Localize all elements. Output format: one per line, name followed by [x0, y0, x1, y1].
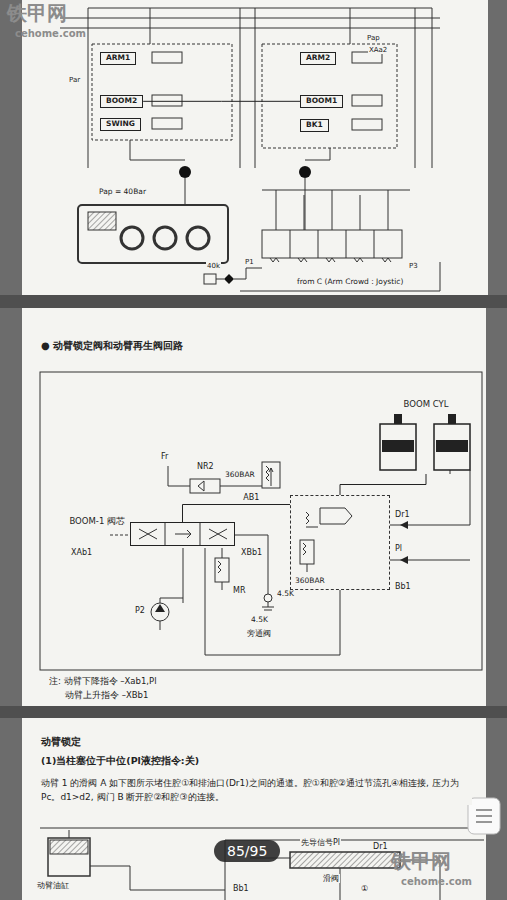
- line-label: AB1: [242, 494, 260, 503]
- text-label: from C (Arm Crowd : Joystic): [296, 278, 404, 287]
- text-label: Dr1: [394, 510, 411, 519]
- node-label: SWING: [106, 120, 135, 129]
- node-label: BK1: [306, 121, 323, 130]
- text-label: 4.5K: [276, 590, 295, 599]
- valve-spool: ARM1: [100, 52, 136, 65]
- valve-spool: BK1: [300, 119, 329, 132]
- text-label: 动臂锁定: [40, 736, 82, 748]
- text-label: 注: 动臂下降指令 –Xab1,Pl: [48, 677, 158, 687]
- text-label: XAa2: [368, 46, 388, 54]
- text-label: XAb1: [70, 548, 93, 557]
- text-label: 旁通阀: [246, 629, 272, 638]
- text-label: NR2: [196, 462, 215, 471]
- node-label: ARM1: [106, 54, 130, 63]
- circuit-lines: [60, 8, 440, 291]
- text-label: Pap: [366, 34, 381, 42]
- node-label: BOOM-1 阀芯: [69, 517, 125, 527]
- watermark: cehome.com: [400, 876, 473, 888]
- text-label: MR: [232, 586, 246, 595]
- lock-valve-box: 360BAR: [290, 495, 390, 590]
- page-counter: 85/95: [214, 840, 280, 862]
- hydraulic-line: [183, 505, 291, 523]
- page-sheet: [22, 718, 486, 900]
- text-label: 40k: [206, 262, 221, 270]
- text-label: 先导信号Pl: [300, 838, 341, 847]
- node-label: 360BAR: [295, 577, 325, 586]
- watermark: cehome.com: [14, 28, 87, 40]
- node-label: ARM2: [306, 54, 330, 63]
- text-label: 动臂 1 的滑阀 A 如下图所示堵住腔①和排油口(Dr1)之间的通道。腔①和腔②…: [40, 776, 472, 805]
- text-label: 4.5K: [250, 616, 269, 625]
- text-label: 360BAR: [224, 471, 256, 480]
- hydraulic-line: [340, 474, 426, 495]
- valve-spool: ARM2: [300, 52, 336, 65]
- text-label: ①: [360, 884, 369, 893]
- valve-spool: BOOM1: [300, 95, 343, 108]
- watermark: 铁甲网: [6, 2, 68, 25]
- text-label: Dr1: [372, 842, 389, 851]
- valve-section: [40, 828, 484, 900]
- node-label: BOOM2: [106, 97, 137, 106]
- text-label: Bb1: [394, 582, 412, 591]
- cylinder-pair: [372, 400, 480, 474]
- node-label: BOOM1: [306, 97, 337, 106]
- text-label: (1)当柱塞位于中位(Pl液控指令:关): [40, 756, 200, 767]
- page-sheet: [22, 308, 486, 706]
- text-label: P1: [244, 258, 255, 266]
- text-label: XBb1: [240, 548, 263, 557]
- text-label: Bb1: [232, 884, 250, 893]
- page-sheet: [22, 0, 488, 295]
- boom-cylinder: BOOM CYL: [372, 400, 480, 474]
- text-label: Pl: [394, 544, 403, 553]
- valve-spool: BOOM2: [100, 95, 143, 108]
- text-label: Pap = 40Bar: [98, 188, 147, 197]
- text-label: Fr: [160, 452, 169, 461]
- text-label: ● 动臂锁定阀和动臂再生阀回路: [40, 340, 184, 352]
- node-label: BOOM CYL: [372, 400, 480, 410]
- text-label: 动臂上升指令 –XBb1: [64, 691, 149, 701]
- text-label: 滑阀: [322, 874, 340, 883]
- spool-cells: [131, 523, 234, 545]
- text-label: 动臂油缸: [36, 881, 70, 890]
- circuit-lines: [40, 372, 482, 670]
- valve-spool: SWING: [100, 118, 141, 131]
- hydraulic-line: [143, 101, 300, 102]
- text-label: P2: [134, 606, 146, 615]
- watermark: 铁甲网: [390, 850, 452, 873]
- text-label: P3: [408, 262, 419, 270]
- menu-icon: [468, 798, 500, 834]
- text-label: Par: [68, 76, 81, 84]
- valve-spool: BOOM-1 阀芯: [130, 522, 235, 546]
